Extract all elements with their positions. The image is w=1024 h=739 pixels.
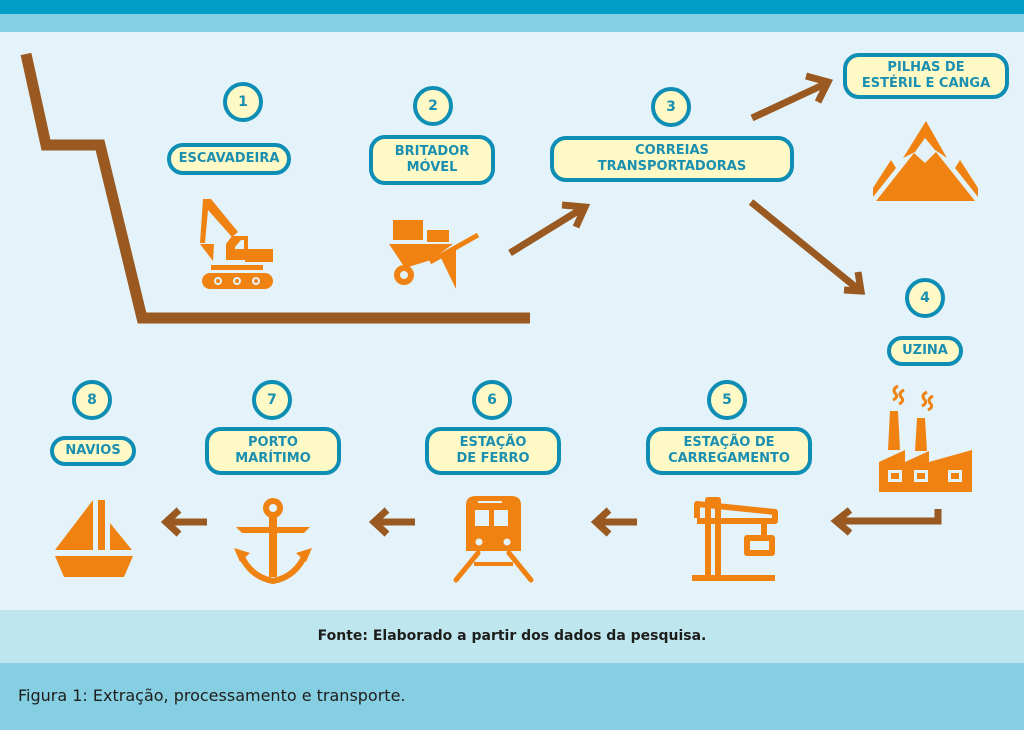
top-band — [0, 0, 1024, 14]
wheelbarrow-icon — [389, 220, 480, 289]
step-number-5: 5 — [707, 380, 747, 420]
figure-caption: Figura 1: Extração, processamento e tran… — [18, 686, 406, 705]
mountain-icon — [873, 121, 978, 201]
step-label-navios: NAVIOS — [50, 436, 136, 466]
step-number-4: 4 — [905, 278, 945, 318]
step-label-porto-maritimo: PORTO MARÍTIMO — [205, 427, 341, 475]
step-label-escavadeira: ESCAVADEIRA — [167, 143, 291, 175]
step-number-8: 8 — [72, 380, 112, 420]
source-band — [0, 610, 1024, 663]
step-label-estacao-carregamento: ESTAÇÃO DE CARREGAMENTO — [646, 427, 812, 475]
crane-icon — [692, 497, 778, 581]
train-icon — [453, 496, 534, 583]
top-band-light — [0, 14, 1024, 32]
arrow-6-to-7 — [368, 507, 415, 537]
arrow-4-to-5 — [830, 507, 942, 536]
sailboat-icon — [55, 500, 133, 577]
step-number-1: 1 — [223, 82, 263, 122]
mine-pit-outline — [20, 52, 530, 324]
arrow-2-to-3 — [508, 201, 591, 256]
source-note: Fonte: Elaborado a partir dos dados da p… — [317, 628, 707, 644]
arrow-5-to-6 — [590, 507, 637, 537]
step-number-2: 2 — [413, 86, 453, 126]
anchor-icon — [234, 498, 312, 585]
diagram-graphics — [20, 52, 978, 585]
side-branch-label-pilhas: PILHAS DE ESTÉRIL E CANGA — [843, 53, 1009, 99]
arrow-7-to-8 — [160, 507, 207, 537]
step-label-estacao-ferro: ESTAÇÃO DE FERRO — [425, 427, 561, 475]
step-label-britador-movel: BRITADOR MÓVEL — [369, 135, 495, 185]
arrow-3-to-4 — [748, 199, 866, 295]
caption-band — [0, 663, 1024, 730]
factory-icon — [879, 384, 972, 492]
step-number-6: 6 — [472, 380, 512, 420]
step-number-7: 7 — [252, 380, 292, 420]
step-label-uzina: UZINA — [887, 336, 963, 366]
step-label-correias-transportadoras: CORREIAS TRANSPORTADORAS — [550, 136, 794, 182]
excavator-icon — [200, 199, 273, 289]
step-number-3: 3 — [651, 87, 691, 127]
arrow-3-to-pilhas — [750, 72, 834, 122]
